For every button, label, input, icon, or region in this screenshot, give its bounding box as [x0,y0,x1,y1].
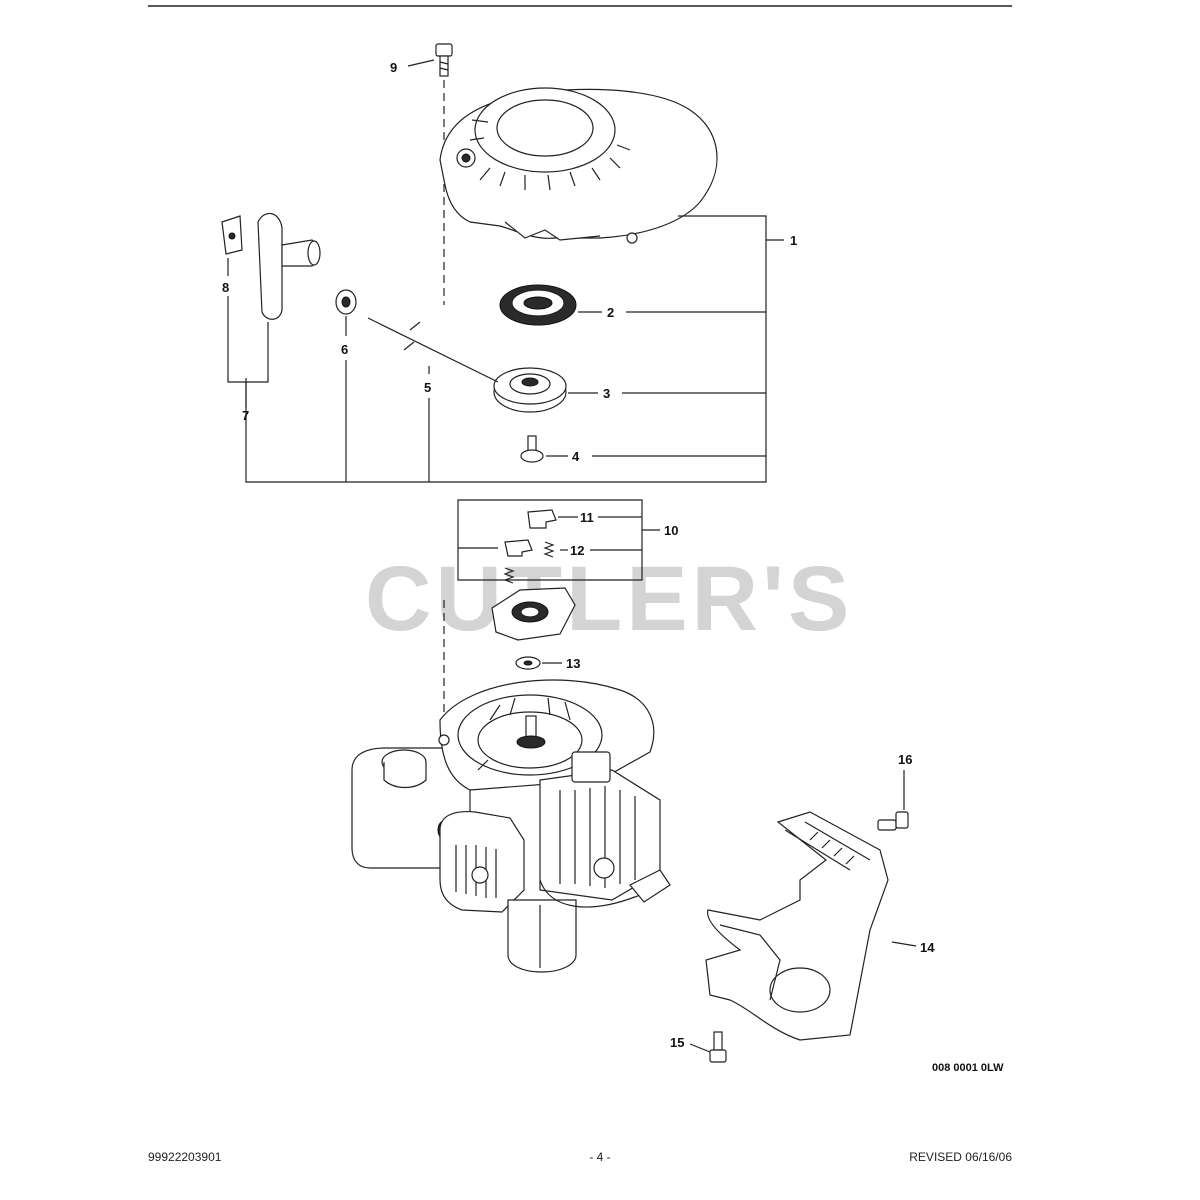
callout-14: 14 [920,940,935,955]
part-7-handle [257,212,321,320]
part-6-nut [335,289,357,315]
ratchet-plate [491,587,576,641]
part-16-screw [877,811,909,831]
callout-1: 1 [790,233,797,248]
callout-10: 10 [664,523,678,538]
part-2-spring [499,284,577,326]
footer-revision-date: REVISED 06/16/06 [909,1150,1012,1164]
footer-page-number: - 4 - [589,1150,611,1164]
callout-16: 16 [898,752,912,767]
part-15-bolt [709,1031,727,1063]
callout-3: 3 [603,386,610,401]
callout-13: 13 [566,656,580,671]
callout-5: 5 [424,380,431,395]
part-9-screw [435,43,453,77]
callout-6: 6 [341,342,348,357]
part-14-cover [705,811,889,1041]
part-4-bolt [520,435,544,463]
part-1-starter-housing [439,87,718,244]
part-8-plate [221,215,243,255]
part-13-washer [515,656,541,670]
part-12-pawl [504,539,533,557]
callout-15: 15 [670,1035,684,1050]
part-5-rope [367,317,499,383]
spring-small [503,567,515,584]
watermark: CUTLER'S [365,548,853,650]
engine-assembly [351,679,671,973]
callout-8: 8 [222,280,229,295]
callout-9: 9 [390,60,397,75]
callout-4: 4 [572,449,580,464]
part-3-pulley [493,367,567,413]
part-12-spring [543,541,555,558]
callout-2: 2 [607,305,614,320]
footer-part-number: 99922203901 [148,1150,222,1164]
callout-12: 12 [570,543,584,558]
callout-11: 11 [580,510,594,525]
drawing-code: 008 0001 0LW [932,1062,1004,1074]
callout-7: 7 [242,408,249,423]
part-11-pawl [527,509,557,529]
